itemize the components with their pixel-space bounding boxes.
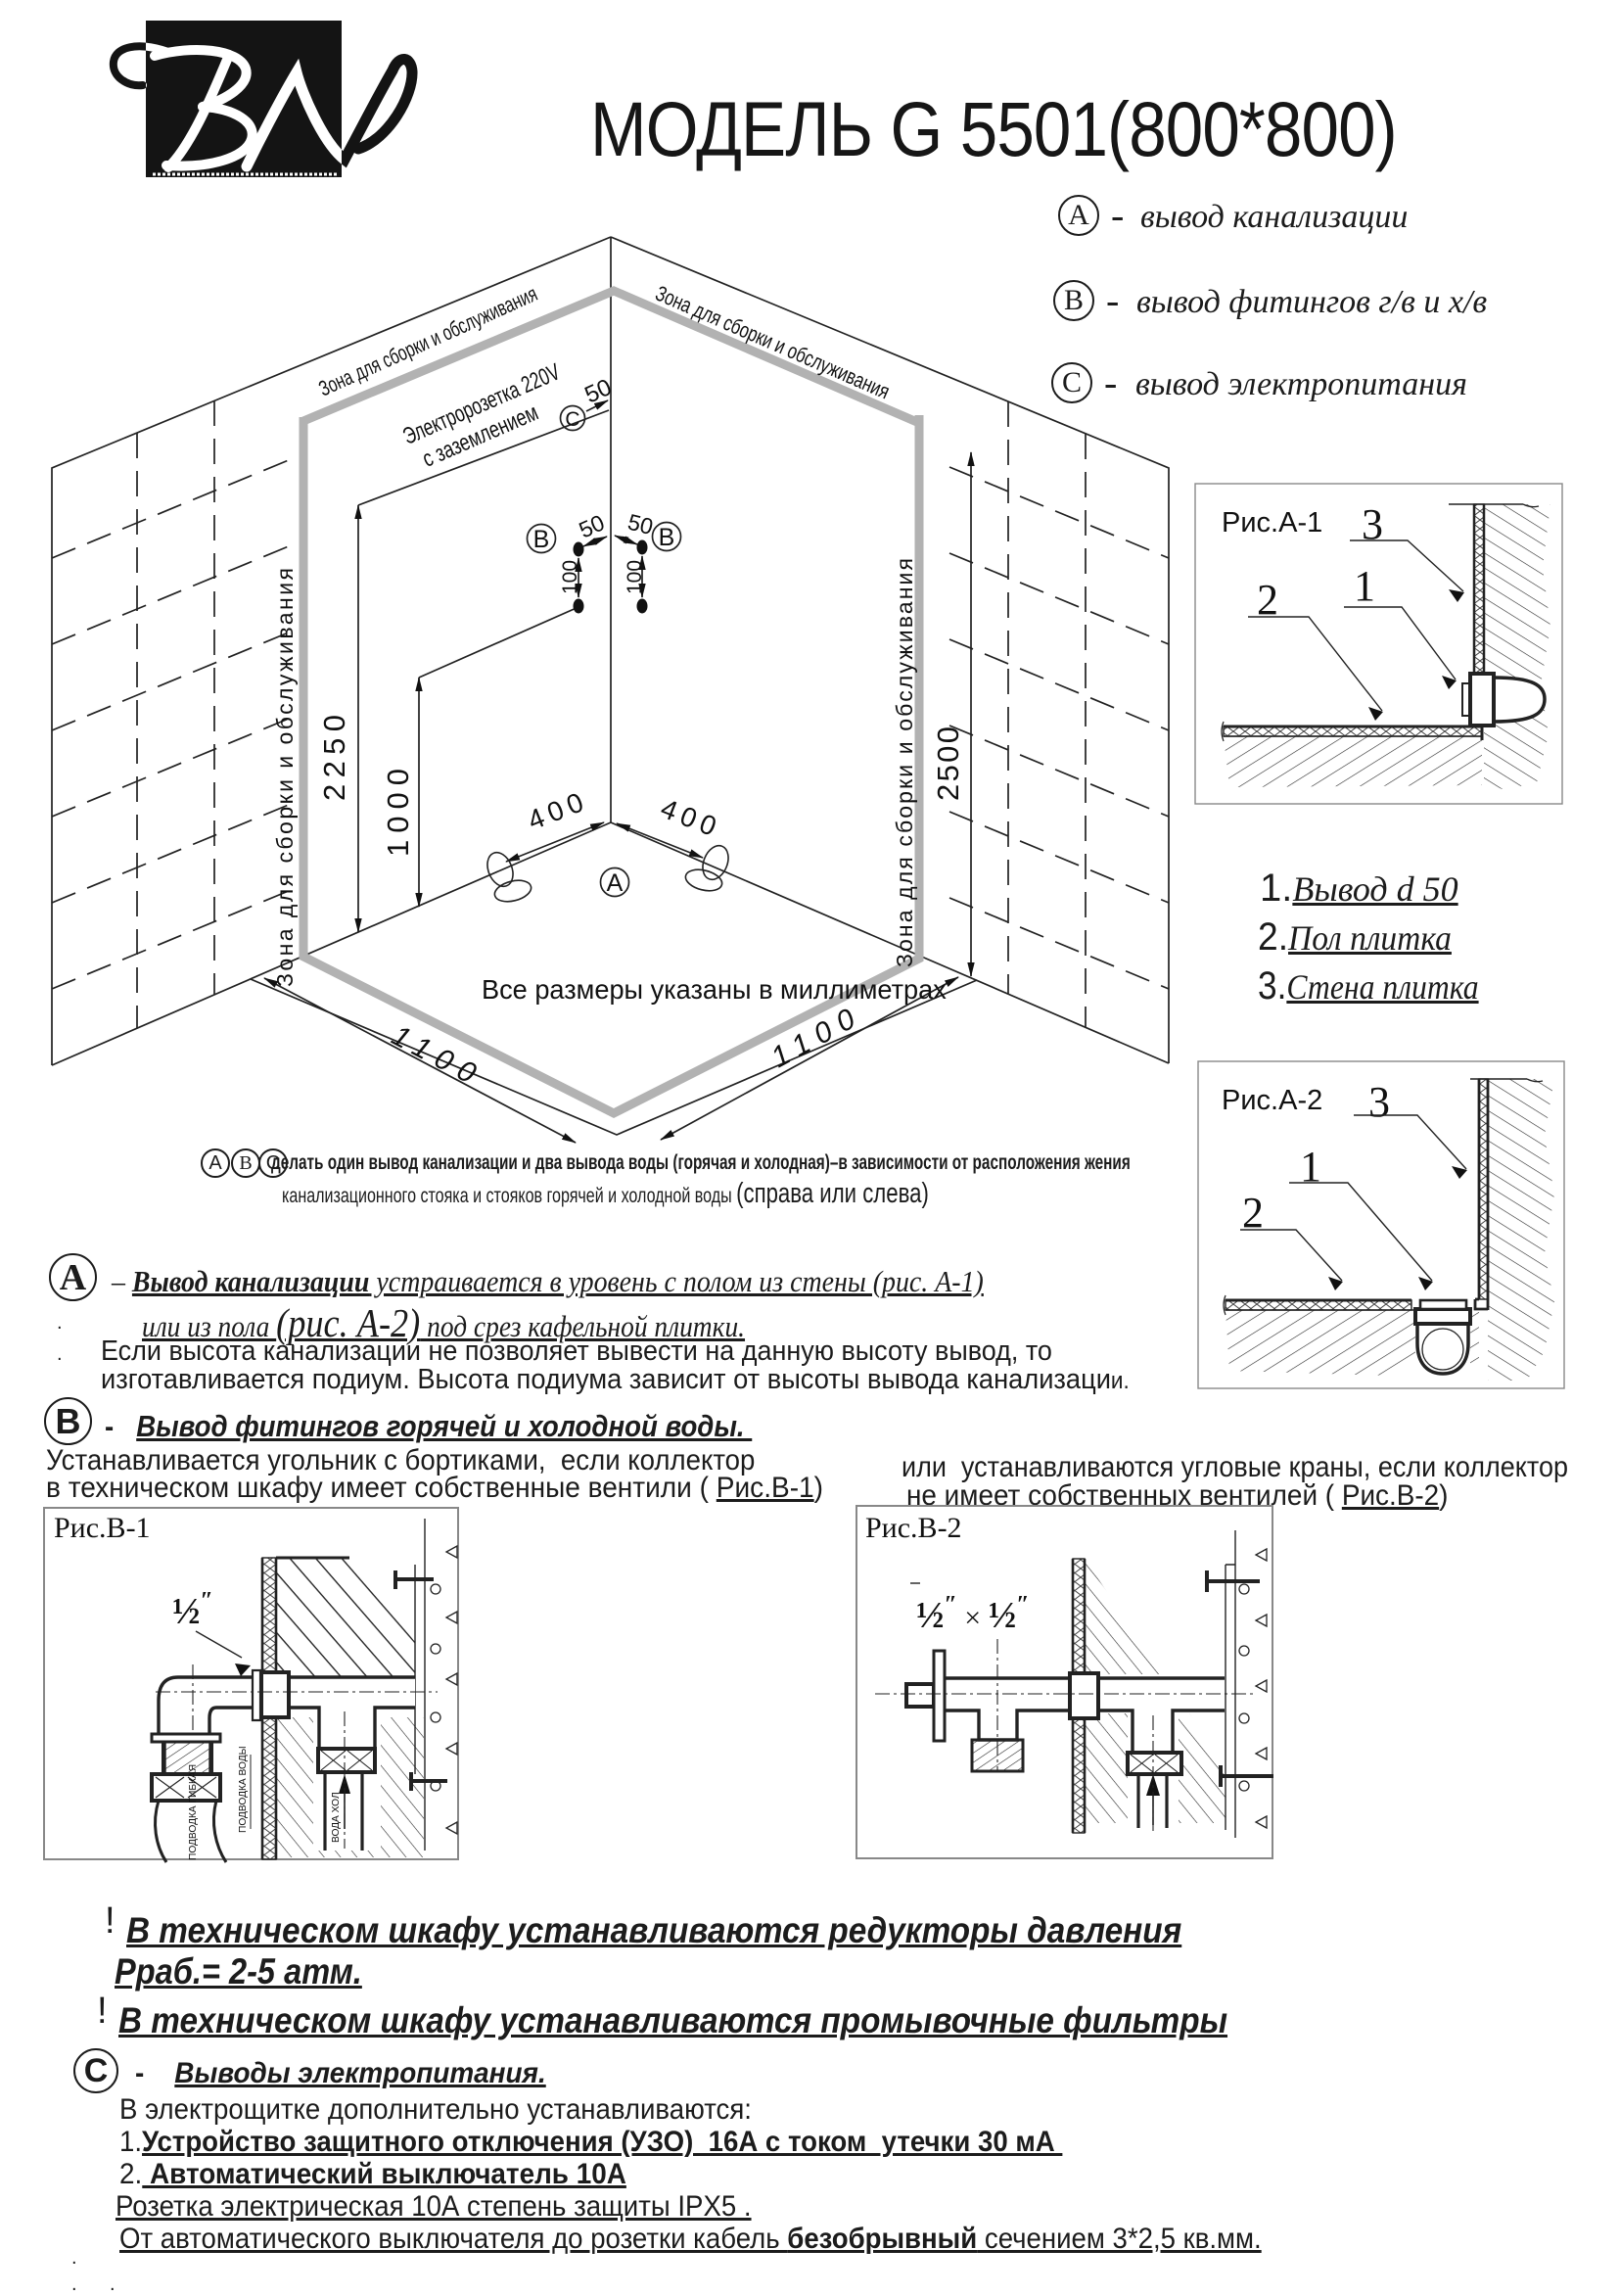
svg-text:½″ × ½″: ½″ × ½″ [916, 1592, 1029, 1636]
svg-text:Рис.В-2: Рис.В-2 [865, 1512, 962, 1544]
svg-text:2500: 2500 [931, 726, 965, 801]
svg-text:Рис.А-2: Рис.А-2 [1222, 1085, 1322, 1116]
svg-text:1: 1 [1300, 1143, 1321, 1191]
svg-text:Зона для сборки и обслуживания: Зона для сборки и обслуживания [272, 568, 298, 987]
svg-text:В: В [659, 524, 675, 551]
svg-text:Рис.В-1: Рис.В-1 [54, 1512, 151, 1544]
svg-text:400: 400 [657, 793, 720, 842]
svg-text:2: 2 [1242, 1189, 1264, 1237]
svg-text:400: 400 [524, 786, 587, 835]
svg-text:2: 2 [1257, 576, 1278, 624]
svg-text:1100: 1100 [387, 1019, 482, 1090]
svg-text:ПОДВОДКА ГИБКАЯ: ПОДВОДКА ГИБКАЯ [188, 1764, 199, 1860]
svg-text:3: 3 [1368, 1078, 1390, 1126]
svg-text:50: 50 [625, 509, 656, 539]
svg-text:А: А [607, 869, 624, 897]
svg-text:С: С [565, 408, 579, 431]
svg-text:2250: 2250 [317, 715, 351, 801]
svg-text:100: 100 [624, 560, 646, 594]
svg-text:Рис.А-1: Рис.А-1 [1222, 507, 1322, 539]
svg-text:Все размеры указаны в миллимет: Все размеры указаны в миллиметрах [482, 974, 947, 1005]
svg-text:ВОДА ХОЛ: ВОДА ХОЛ [331, 1792, 342, 1843]
svg-text:Зона для сборки и обслуживания: Зона для сборки и обслуживания [892, 558, 917, 967]
svg-text:3: 3 [1362, 500, 1383, 548]
svg-text:1000: 1000 [381, 769, 415, 857]
svg-text:ПОДВОДКА ВОДЫ: ПОДВОДКА ВОДЫ [238, 1746, 249, 1833]
svg-text:Зона для сборки и обслуживания: Зона для сборки и обслуживания [652, 281, 894, 404]
svg-text:1: 1 [1354, 562, 1375, 610]
svg-text:В: В [533, 526, 550, 553]
svg-text:100: 100 [559, 560, 581, 594]
svg-text:½″: ½″ [172, 1588, 213, 1632]
